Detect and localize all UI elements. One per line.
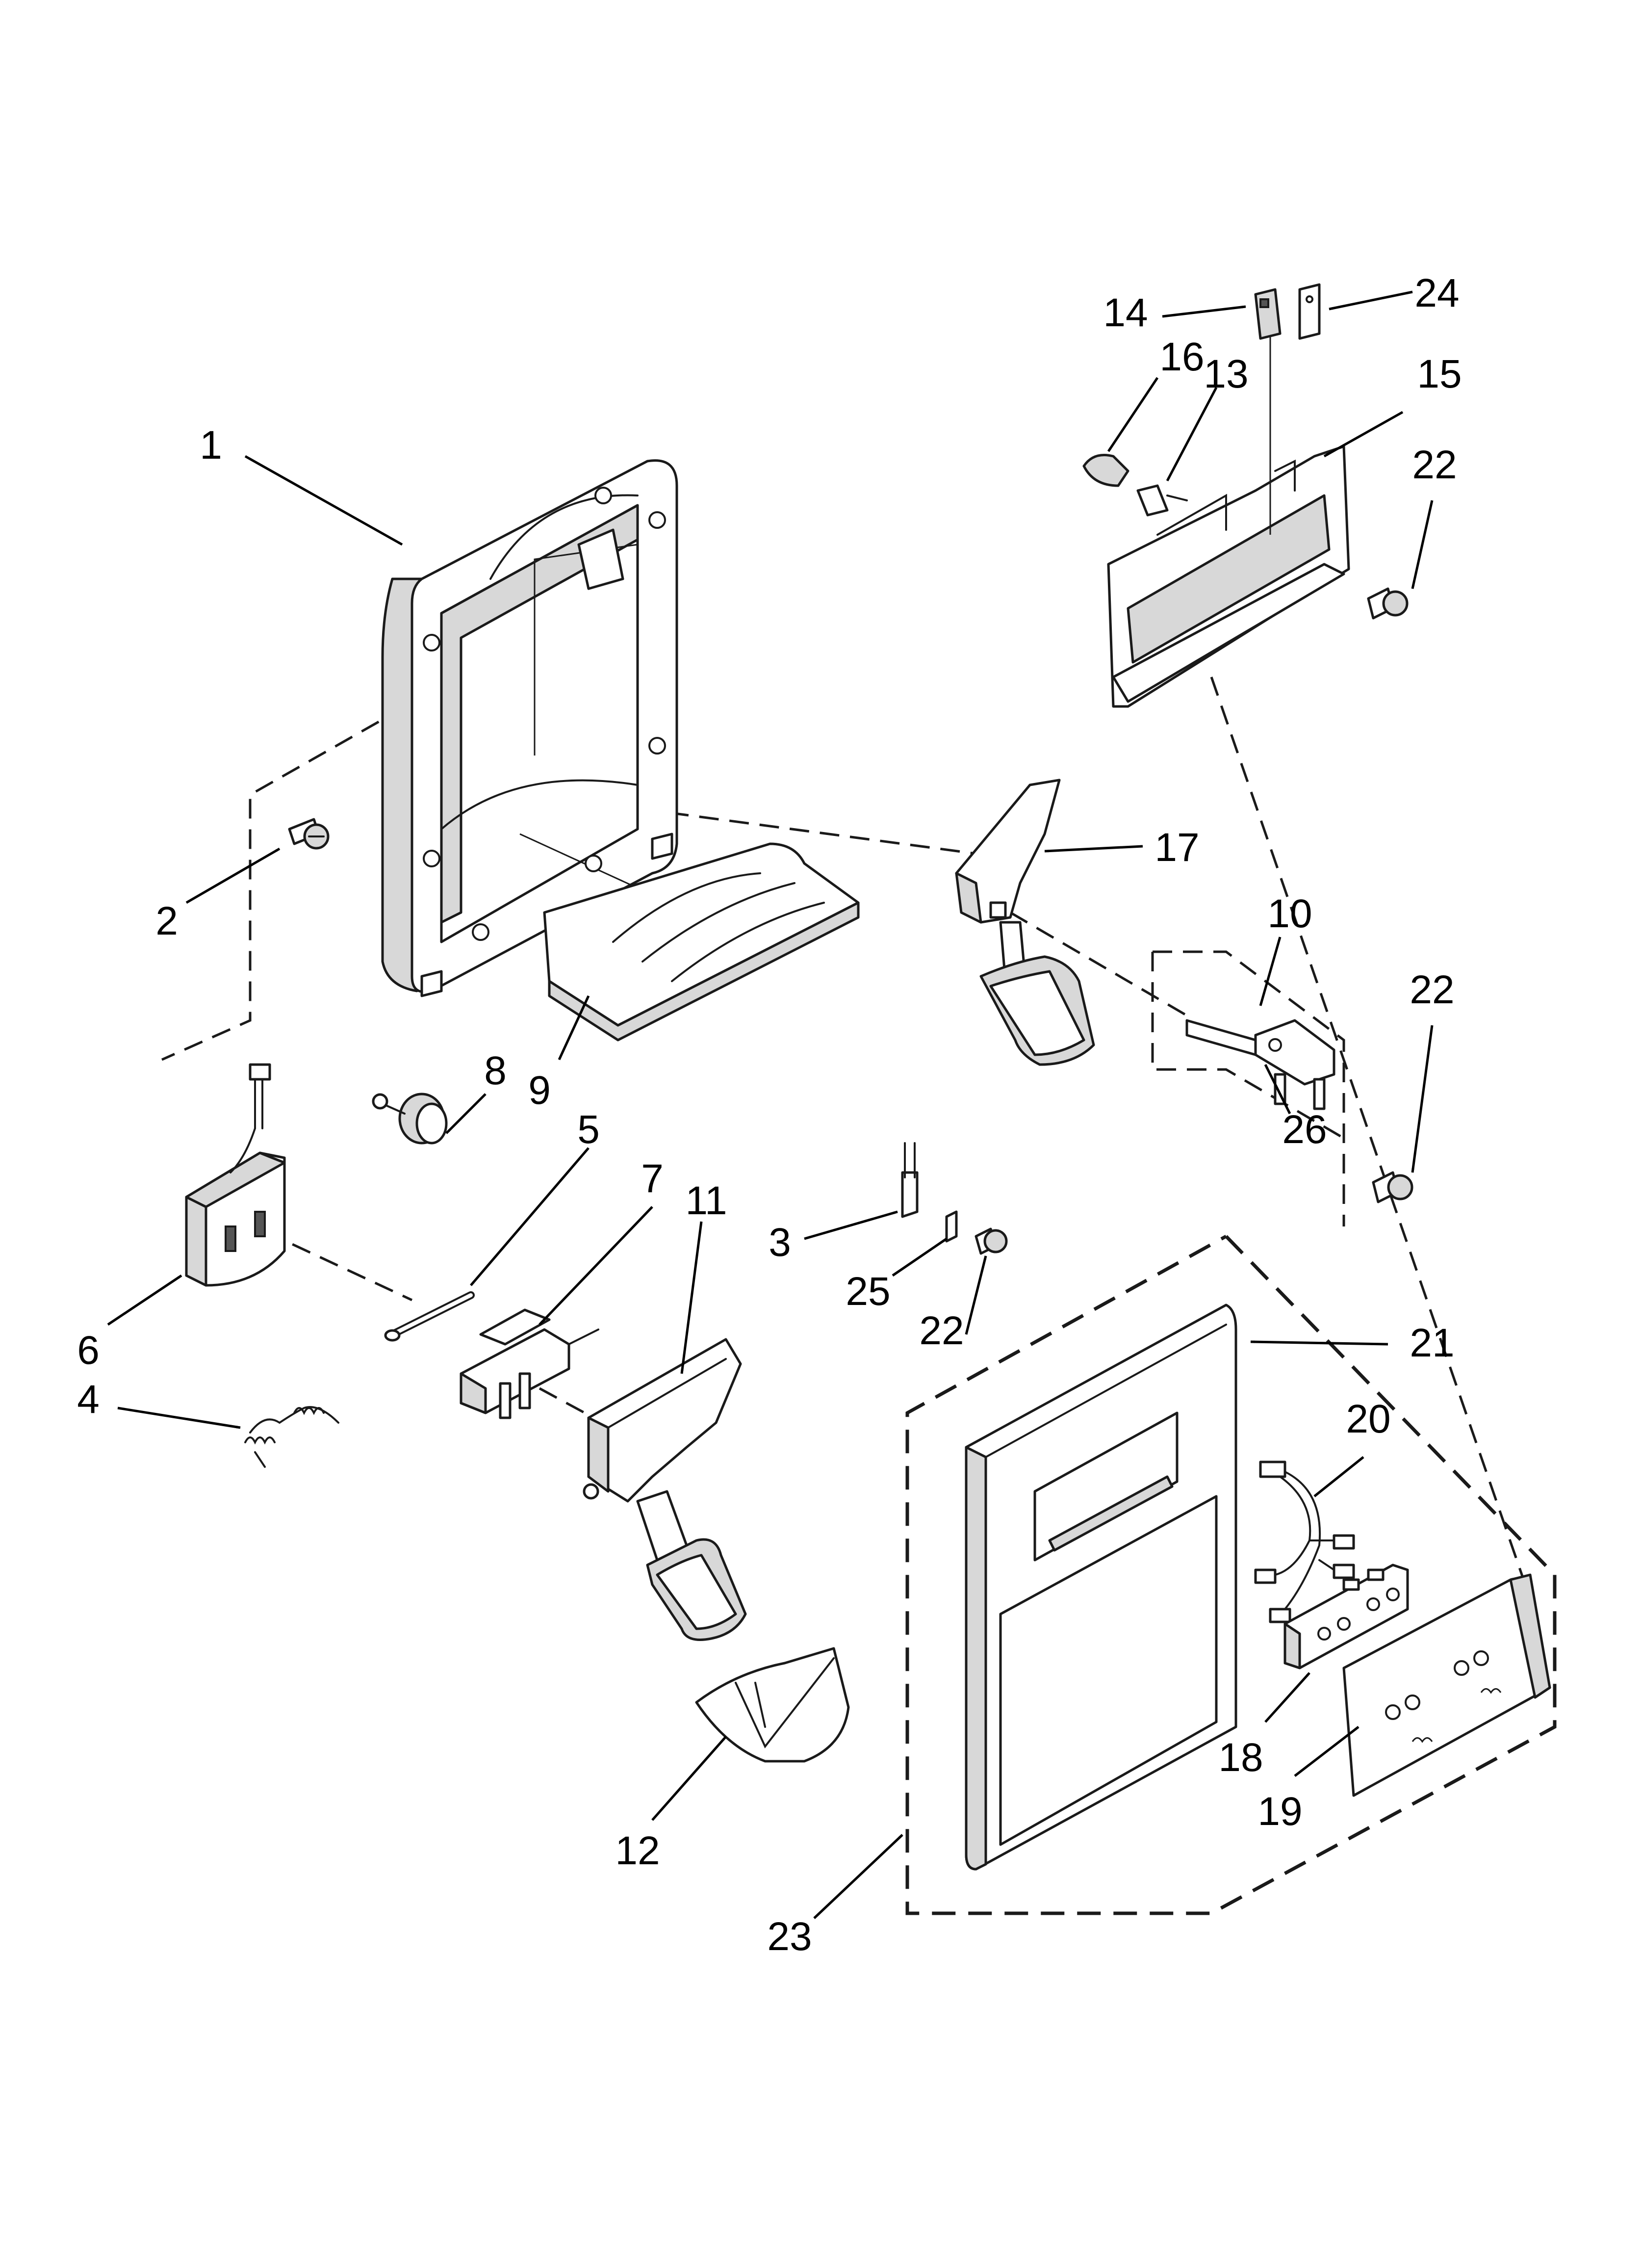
callout-22-lower: 22 [919,1308,964,1353]
callout-8: 8 [484,1048,507,1093]
part-2-screw [288,818,330,850]
callout-22-right: 22 [1410,967,1454,1012]
callout-22-upper: 22 [1412,443,1457,487]
callout-20: 20 [1346,1397,1390,1441]
callout-26: 26 [1282,1107,1327,1152]
part-22-screw-upper [1367,587,1409,620]
part-22-screw-lower [975,1227,1008,1255]
part-20-wire-harness [1254,1460,1355,1623]
part-15-upper-bracket [1107,334,1350,708]
part-13-socket [1136,484,1188,517]
callout-15: 15 [1417,352,1462,396]
part-17-water-lever [955,779,1095,1066]
part-7-lever-bracket [460,1308,599,1419]
part-14-switch [1254,288,1282,340]
callout-24: 24 [1414,271,1459,315]
callout-21: 21 [1410,1321,1454,1365]
part-8-motor [372,1093,448,1145]
part-9-drip-tray [543,842,860,1042]
callout-6: 6 [77,1328,100,1373]
part-3-clip [901,1142,919,1218]
part-5-pin [384,1291,475,1342]
callout-10: 10 [1267,891,1312,936]
part-1-dispenser-housing [381,459,678,997]
part-4-spring [244,1406,339,1468]
part-24-insulator [1298,283,1321,340]
part-22-screw-right [1372,1171,1413,1203]
callout-17: 17 [1155,825,1199,870]
callout-19: 19 [1257,1789,1302,1834]
callout-4: 4 [77,1377,100,1422]
callout-2: 2 [155,899,178,943]
callout-14: 14 [1103,290,1148,335]
callout-5: 5 [577,1107,600,1152]
callout-13: 13 [1204,352,1248,396]
part-19-control-cover [1342,1573,1551,1797]
callout-12: 12 [615,1828,660,1873]
callout-7: 7 [641,1156,664,1201]
part-23-front-assembly [905,1234,1557,1915]
callout-3: 3 [769,1220,791,1265]
part-21-front-panel [965,1303,1237,1871]
callout-25: 25 [846,1269,890,1314]
part-18-control-board [1283,1564,1409,1669]
callout-16: 16 [1159,335,1204,379]
part-12-ice-chute [695,1647,850,1763]
part-25-spacer [945,1210,958,1243]
part-10-switch-assembly [1151,950,1345,1226]
callout-9: 9 [528,1068,551,1113]
callout-23: 23 [767,1914,812,1959]
part-16-bulb [1082,454,1129,487]
part-11-ice-paddle [583,1338,747,1641]
leader-lines [107,290,1434,1919]
callout-18: 18 [1218,1735,1263,1780]
part-6-solenoid [185,1063,286,1287]
callout-1: 1 [200,423,222,468]
callout-11: 11 [685,1178,727,1223]
callout-labels: 1 2 3 4 5 6 7 8 9 10 11 12 13 14 15 16 1… [77,271,1462,1959]
